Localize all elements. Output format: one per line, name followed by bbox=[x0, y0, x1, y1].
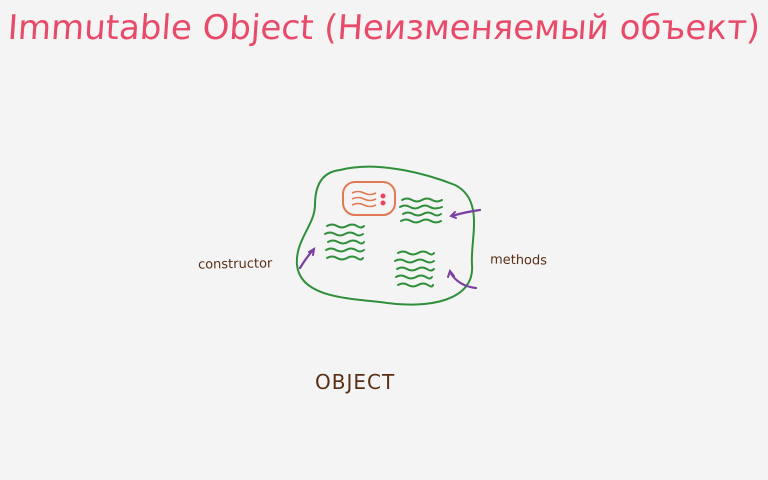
constructor-label: constructor bbox=[197, 256, 273, 273]
methods-code-lines-upper bbox=[399, 197, 443, 224]
methods-arrow-upper-head bbox=[449, 211, 457, 219]
methods-label: methods bbox=[489, 252, 548, 269]
constructor-code-lines bbox=[324, 223, 365, 261]
state-dot bbox=[380, 193, 386, 199]
state-box bbox=[342, 181, 396, 216]
constructor-arrow-head bbox=[308, 247, 316, 256]
object-label: OBJECT bbox=[315, 370, 396, 394]
constructor-arrow bbox=[298, 248, 315, 270]
methods-arrow-lower-head bbox=[447, 268, 455, 278]
object-outline bbox=[295, 165, 475, 306]
methods-arrow-upper bbox=[450, 208, 482, 218]
methods-code-lines-lower bbox=[394, 250, 435, 288]
state-dot bbox=[380, 200, 386, 206]
